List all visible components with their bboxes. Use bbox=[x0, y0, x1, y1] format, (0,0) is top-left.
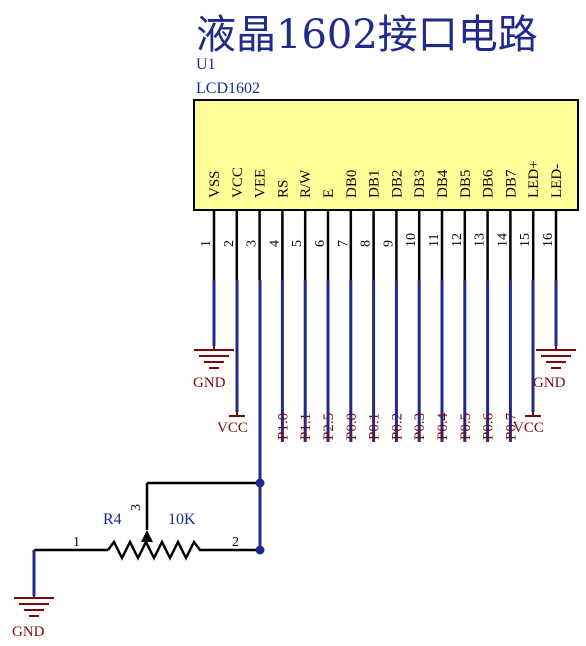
lcd-pin-number: 2 bbox=[222, 240, 237, 247]
net-label: P2.5 bbox=[321, 413, 337, 440]
lcd-pin-number: 14 bbox=[495, 233, 510, 247]
lcd-pin-name: DB3 bbox=[412, 170, 428, 198]
lcd-pins: VSS 1 VCC 2 VEE 3 RS 4 R/W 5 E 6 DB0 7 DB1 8 DB2 9 DB3 10 DB… bbox=[199, 160, 565, 280]
junction-dot-top bbox=[255, 478, 265, 488]
lcd-pin-name: LED- bbox=[549, 164, 565, 198]
net-label: P0.2 bbox=[389, 413, 405, 440]
net-label: P0.3 bbox=[412, 413, 428, 440]
lcd-pin-name: R/W bbox=[298, 169, 314, 198]
lcd-pin-name: DB5 bbox=[458, 170, 474, 198]
gnd-label-right: GND bbox=[533, 375, 566, 391]
lcd-pin-name: E bbox=[321, 189, 337, 198]
vcc-symbol-right bbox=[525, 280, 541, 417]
pot-value-label: 10K bbox=[168, 511, 196, 528]
net-label: P0.5 bbox=[458, 413, 474, 440]
lcd-body bbox=[193, 99, 579, 211]
lcd-pin-number: 10 bbox=[404, 233, 419, 247]
lcd-ref-label: U1 bbox=[196, 56, 216, 73]
net-label: P0.1 bbox=[367, 413, 383, 440]
net-label: P0.7 bbox=[503, 412, 519, 440]
net-label: P0.4 bbox=[435, 412, 451, 440]
pot-ref-label: R4 bbox=[103, 511, 122, 528]
pot-pin3-label: 3 bbox=[129, 504, 144, 511]
lcd-pin-number: 16 bbox=[541, 233, 556, 247]
lcd-pin-name: RS bbox=[275, 180, 291, 198]
lcd-pin-name: DB2 bbox=[389, 170, 405, 198]
lcd-pin-name: DB4 bbox=[435, 169, 451, 198]
lcd-part-label: LCD1602 bbox=[196, 80, 260, 97]
lcd-pin-name: DB0 bbox=[344, 170, 360, 198]
lcd-pin-name: DB1 bbox=[367, 170, 383, 198]
lcd-pin-name: DB7 bbox=[503, 169, 519, 198]
lcd-pin-name: VCC bbox=[230, 167, 246, 198]
pot-pin1-label: 1 bbox=[73, 535, 80, 550]
lcd-pin-number: 4 bbox=[267, 240, 282, 247]
lcd-pin-number: 5 bbox=[290, 240, 305, 247]
vcc-label-left: VCC bbox=[217, 420, 248, 436]
lcd-pin-number: 11 bbox=[427, 234, 442, 247]
gnd-label-bottom: GND bbox=[12, 624, 45, 640]
vcc-label-right: VCC bbox=[513, 420, 544, 436]
diagram-title: 液晶1602接口电路 bbox=[196, 12, 538, 58]
lcd-pin-name: DB6 bbox=[481, 169, 497, 198]
junction-dot-bottom bbox=[255, 545, 265, 555]
vee-wire bbox=[145, 280, 265, 555]
pot-pin2-label: 2 bbox=[232, 535, 239, 550]
lcd-pin-number: 1 bbox=[199, 240, 214, 247]
gnd-symbol-left bbox=[194, 280, 234, 369]
net-label: P0.0 bbox=[344, 413, 360, 440]
lcd-pin-number: 6 bbox=[313, 240, 328, 247]
net-label: P0.6 bbox=[481, 412, 497, 440]
lcd-pin-number: 3 bbox=[245, 240, 260, 247]
lcd-pin-number: 15 bbox=[518, 233, 533, 247]
lcd-pin-name: LED+ bbox=[526, 160, 542, 198]
lcd-pin-number: 9 bbox=[381, 240, 396, 247]
potentiometer-r4 bbox=[34, 530, 216, 561]
gnd-symbol-bottom bbox=[14, 550, 54, 617]
lcd-pin-number: 7 bbox=[336, 240, 351, 247]
lcd-pin-name: VSS bbox=[207, 170, 223, 198]
gnd-symbol-right bbox=[536, 280, 576, 369]
net-label: P1.1 bbox=[298, 413, 314, 440]
vcc-symbol-left bbox=[229, 280, 245, 417]
lcd-pin-number: 12 bbox=[450, 233, 465, 247]
gnd-label-left: GND bbox=[193, 375, 226, 391]
lcd-pin-name: VEE bbox=[253, 169, 269, 198]
lcd-pin-number: 8 bbox=[359, 240, 374, 247]
net-labels: P1.0 P1.1 P2.5 P0.0 P0.1 P0.2 P0.3 P0.4 P0.5 P0.6… bbox=[275, 280, 519, 442]
lcd-pin-number: 13 bbox=[473, 233, 488, 247]
net-label: P1.0 bbox=[275, 413, 291, 440]
